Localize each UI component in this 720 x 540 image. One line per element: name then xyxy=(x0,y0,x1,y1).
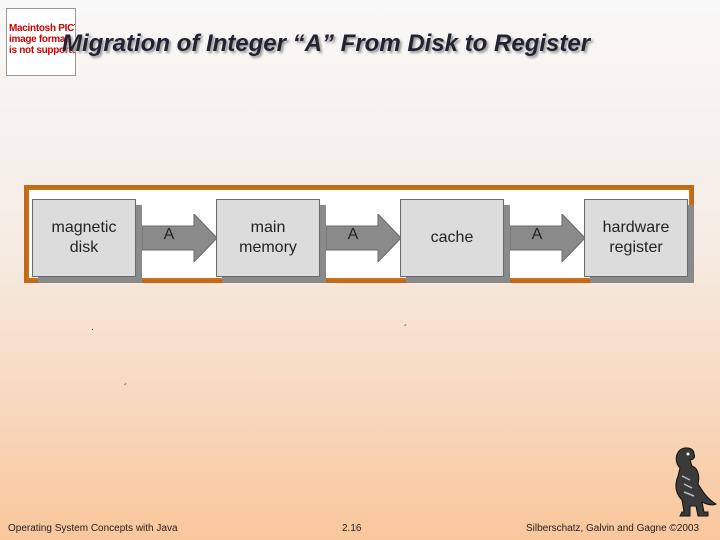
arrow-icon xyxy=(510,214,585,262)
dinosaur-icon xyxy=(675,447,718,517)
arrow-memory-to-cache: A xyxy=(326,214,401,262)
stray-mark: ´ xyxy=(404,324,408,335)
box-main-memory: main memory xyxy=(216,199,320,277)
stray-mark: . xyxy=(91,322,94,333)
arrow-label: A xyxy=(347,226,359,243)
arrow-cache-to-register: A xyxy=(510,214,585,262)
unsupported-image-placeholder: Macintosh PICT image format is not suppo… xyxy=(6,8,76,76)
footer-page-number: 2.16 xyxy=(342,523,362,534)
box-cache: cache xyxy=(400,199,504,277)
arrow-icon xyxy=(142,214,217,262)
placeholder-line: is not supported xyxy=(9,45,76,56)
box-label: magnetic disk xyxy=(51,219,117,256)
footer-copyright: Silberschatz, Galvin and Gagne ©2003 xyxy=(526,523,700,534)
footer-course: Operating System Concepts with Java xyxy=(8,523,178,534)
diagram-frame: magnetic disk A main memory A cache A xyxy=(24,185,694,283)
box-label: main memory xyxy=(239,219,297,256)
box-hardware-register: hardware register xyxy=(584,199,688,277)
box-magnetic-disk: magnetic disk xyxy=(32,199,136,277)
placeholder-line: image format xyxy=(9,34,69,45)
arrow-label: A xyxy=(531,226,543,243)
box-label: hardware register xyxy=(602,219,670,256)
arrow-label: A xyxy=(163,226,175,243)
diagram-canvas: magnetic disk A main memory A cache A xyxy=(29,190,689,278)
arrow-disk-to-memory: A xyxy=(142,214,217,262)
slide-title: Migration of Integer “A” From Disk to Re… xyxy=(62,30,591,57)
stray-mark: ´ xyxy=(124,383,128,394)
arrow-icon xyxy=(326,214,401,262)
placeholder-line: Macintosh PICT xyxy=(9,23,76,34)
box-label: cache xyxy=(430,229,474,246)
